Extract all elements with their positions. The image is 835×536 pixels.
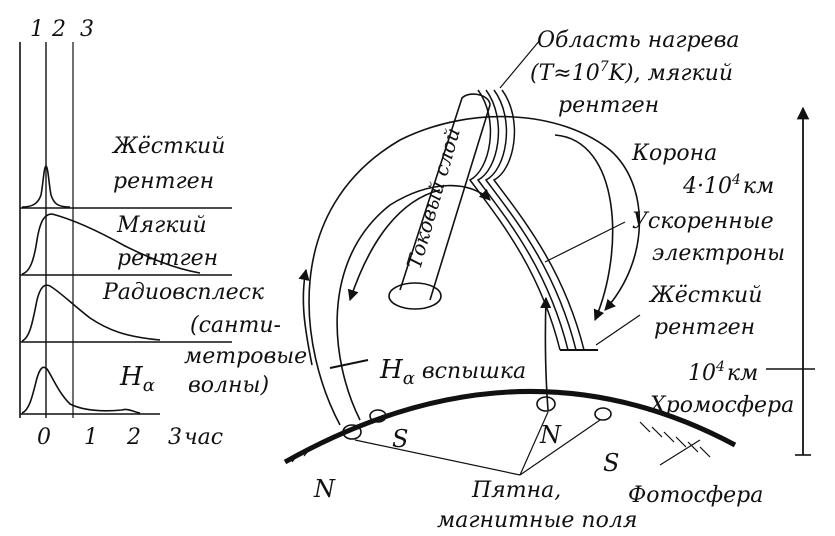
h-alpha-profile xyxy=(21,366,141,414)
row-label-soft-xray-line-2: рентген xyxy=(117,246,218,271)
radio-burst-profile xyxy=(21,284,161,342)
accelerated-electrons-label-line-2: электроны xyxy=(652,241,785,266)
heating-region-label-line-3: рентген xyxy=(558,93,659,118)
polarity-s-left: S xyxy=(392,425,408,453)
sunspot-s-left xyxy=(369,409,387,423)
column-number-1: 1 xyxy=(30,17,44,42)
spots-label-line-1: Пятна, xyxy=(471,478,561,503)
row-label-h-alpha: Hα xyxy=(119,362,155,396)
electron-tube-1 xyxy=(468,89,561,351)
polarity-n-left: N xyxy=(313,475,336,503)
row-label-soft-xray-line-1: Мягкий xyxy=(116,213,207,238)
row-label-radio-line-2: (санти- xyxy=(190,313,281,338)
time-profile-panel: 1 2 3 Жёсткий рентген Мягкий рентген Рад… xyxy=(19,17,307,450)
heating-region-label-line-1: Область нагрева xyxy=(537,28,740,53)
outer-loop-left xyxy=(308,115,641,426)
time-tick-3: 3 xyxy=(168,425,182,450)
current-sheet-base xyxy=(388,282,442,310)
electron-tube-4 xyxy=(492,89,585,351)
hard-xray-profile xyxy=(21,165,71,208)
sunspot-s-right xyxy=(594,407,612,421)
accelerated-electrons-label-line-1: Ускоренные xyxy=(632,209,774,234)
current-sheet-label: Токовый слой xyxy=(402,125,465,271)
photosphere-label: Фотосфера xyxy=(628,483,763,508)
row-label-radio-line-1: Радиовсплеск xyxy=(102,280,265,305)
time-tick-0: 0 xyxy=(37,425,51,450)
time-tick-2: 2 xyxy=(126,425,141,450)
height-top-label: 4·104км xyxy=(682,172,774,199)
column-number-3: 3 xyxy=(80,17,94,42)
sunspot-n-right xyxy=(536,396,556,412)
loop-left-up-arrow xyxy=(298,268,313,366)
row-label-hard-xray-line-2: рентген xyxy=(113,169,214,194)
h-alpha-footpoint xyxy=(329,359,369,369)
loop-descending-left xyxy=(347,189,441,302)
sunspot-n-left xyxy=(342,424,362,440)
electron-tube-2 xyxy=(476,89,569,351)
current-sheet-tube xyxy=(399,93,491,301)
electron-tube-3 xyxy=(484,89,577,351)
loop-right-arrow xyxy=(554,134,614,322)
soft-xray-profile xyxy=(21,213,201,275)
hard-xray-label-line-1: Жёсткий xyxy=(648,283,762,308)
column-number-2: 2 xyxy=(51,17,66,42)
chromosphere-label: Хромосфера xyxy=(648,393,794,418)
height-low-label: 104км xyxy=(688,359,758,386)
row-label-hard-xray-line-1: Жёсткий xyxy=(111,134,225,159)
heating-region-label-line-2: (T≈107K), мягкий xyxy=(530,59,733,86)
photosphere-arc xyxy=(283,388,737,465)
time-axis-unit: час xyxy=(184,425,223,450)
sunspots xyxy=(342,396,612,440)
row-label-radio-line-3: метровые xyxy=(184,344,307,369)
spots-label-line-2: магнитные поля xyxy=(437,508,637,533)
flare-model-panel: Токовый слой Облас xyxy=(283,28,815,533)
leader-lines xyxy=(354,39,701,476)
h-alpha-flare-label: Hα вспышка xyxy=(379,355,526,389)
time-tick-1: 1 xyxy=(84,425,98,450)
loop-left-inner xyxy=(336,184,491,421)
polarity-n-right: N xyxy=(539,421,562,449)
polarity-s-right: S xyxy=(603,449,619,477)
corona-label: Корона xyxy=(631,141,717,166)
hard-xray-label-line-2: рентген xyxy=(654,315,755,340)
photosphere-hatching xyxy=(291,421,711,463)
row-label-radio-line-4: волны) xyxy=(188,373,269,398)
